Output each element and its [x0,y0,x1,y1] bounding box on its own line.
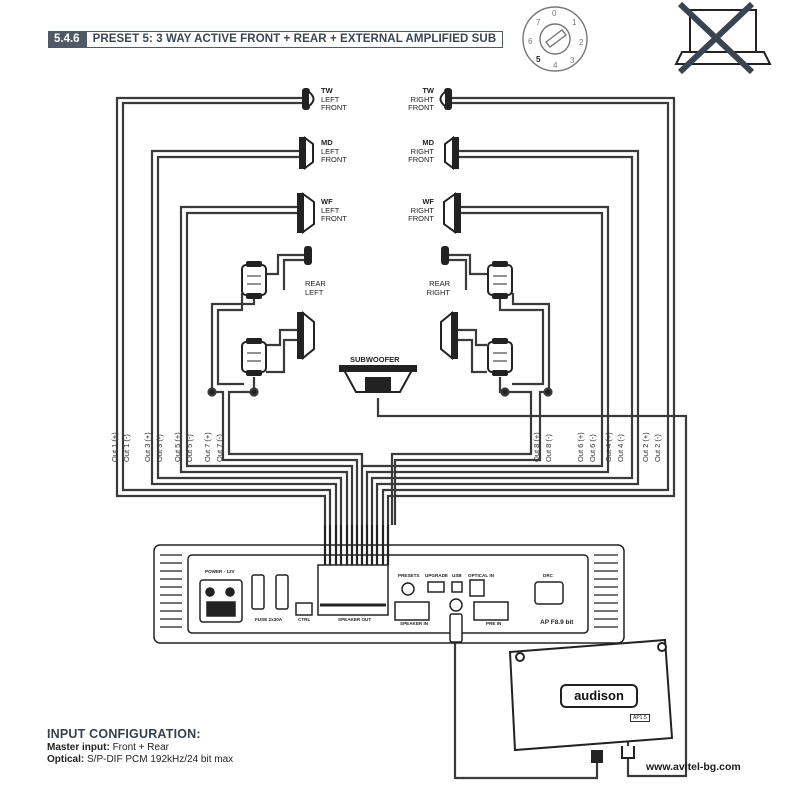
wf-right-speaker [443,192,461,234]
wf-left-speaker [297,192,315,234]
amp-label-speaker-in: SPEAKER IN [400,621,429,626]
dial-digit: 4 [553,61,558,70]
out-label: Out 3 (+) [143,432,152,462]
amp-label-fuse: FUSE 2x30A [255,617,283,622]
crossover-rear-left-woofer [241,337,267,377]
wires-right [362,96,688,780]
out-label: Out 7 (-) [215,434,224,462]
input-configuration: INPUT CONFIGURATION: Master input: Front… [47,727,233,765]
dial-digit: 1 [572,18,577,27]
main-amplifier [153,544,625,644]
input-config-title: INPUT CONFIGURATION: [47,727,201,741]
subwoofer-speaker [339,365,417,393]
master-input-key: Master input: [47,742,110,753]
amp-model: AP F8.9 bit [540,619,574,626]
external-amp-tag: AP1.5 [630,714,650,722]
master-input-value: Front + Rear [112,742,169,753]
out-label: Out 3 (-) [155,434,164,462]
out-label: Out 2 (+) [641,432,650,462]
website-url: www.avitel-bg.com [646,761,741,773]
rear-right-woofer [440,310,458,361]
out-label: Out 4 (+) [604,432,613,462]
wires-left [115,96,364,525]
md-right-speaker [444,136,459,170]
dial-digit: 0 [552,9,557,18]
optical-key: Optical: [47,754,85,765]
amp-label-drc: DRC [543,573,553,578]
dial-digit: 7 [536,18,541,27]
amp-label-presets: PRESETS [398,573,420,578]
external-amp-logo: audison [560,684,638,708]
out-label: Out 1 (-) [122,434,131,462]
dial-digit-selected: 5 [536,55,541,64]
dial-digit: 6 [528,37,533,46]
tw-right-speaker [439,88,452,110]
out-label: Out 2 (-) [653,434,662,462]
dial-digit: 2 [579,38,584,47]
out-label: Out 8 (+) [532,432,541,462]
amp-label-ctrl: CTRL [298,617,311,622]
amp-label-pre-in: PRE IN [486,621,502,626]
amp-label-power: POWER - 12V [205,569,235,574]
preset-dial [522,6,588,72]
out-label: Out 7 (+) [203,432,212,462]
amp-label-speaker-out: SPEAKER OUT [338,617,372,622]
section-number: 5.4.6 [48,31,86,48]
md-left-speaker [299,136,314,170]
rear-left-tweeter [304,246,312,265]
section-header: 5.4.6 PRESET 5: 3 WAY ACTIVE FRONT + REA… [48,31,504,48]
tw-left-speaker [302,88,315,110]
crossover-rear-left-tweeter [241,260,267,300]
amp-label-upgrade: UPGRADE [425,573,448,578]
laptop-crossed-icon [674,1,772,75]
speaker-out-cables [323,525,390,565]
out-label: Out 6 (-) [588,434,597,462]
section-title: PRESET 5: 3 WAY ACTIVE FRONT + REAR + EX… [85,31,504,48]
optical-line: Optical: S/P-DIF PCM 192kHz/24 bit max [47,754,233,765]
out-label: Out 5 (+) [173,432,182,462]
rear-right-tweeter [441,246,449,265]
out-label: Out 4 (-) [616,434,625,462]
crossover-rear-right-woofer [487,337,513,377]
crossover-rear-right-tweeter [487,260,513,300]
out-label: Out 8 (-) [544,434,553,462]
label-subwoofer: SUBWOOFER [350,355,400,364]
amp-label-usb: USB [452,573,462,578]
master-input-line: Master input: Front + Rear [47,742,233,753]
dial-digit: 3 [570,56,575,65]
out-label: Out 6 (+) [576,432,585,462]
rear-left-woofer [297,310,315,361]
out-label: Out 1 (+) [110,432,119,462]
optical-value: S/P-DIF PCM 192kHz/24 bit max [87,754,234,765]
out-label: Out 5 (-) [185,434,194,462]
amp-label-optical-in: OPTICAL IN [468,573,494,578]
